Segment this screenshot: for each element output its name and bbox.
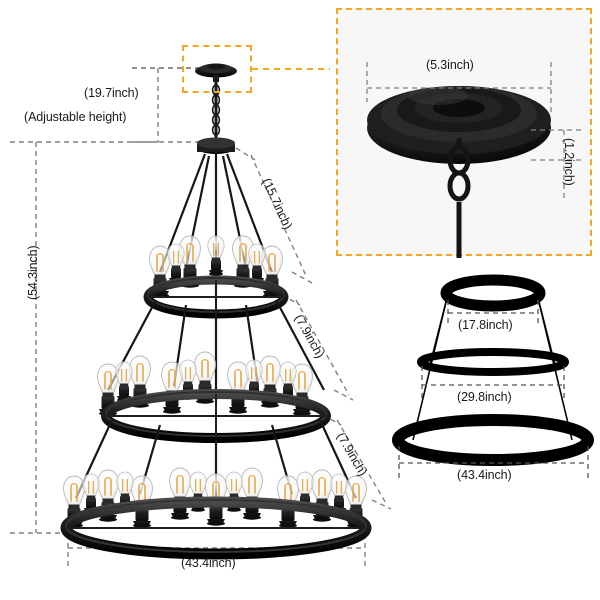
canopy-detail-panel: (5.3inch) (1.2inch) (336, 8, 592, 258)
upper-hub (197, 137, 235, 154)
ext-lower-rod-b (371, 499, 392, 510)
schematic-middle-ring-label: (29.8inch) (457, 390, 512, 404)
canopy-body (367, 86, 551, 164)
schematic-ring-bottom (392, 414, 594, 466)
dimline-middle-rod (295, 299, 350, 396)
ext-middle-rod-b (333, 389, 354, 401)
canopy-width-label: (5.3inch) (426, 58, 474, 72)
bottom-width-label: (43.4inch) (181, 556, 236, 570)
canopy-callout-box (182, 45, 252, 93)
tier-2-ring (101, 389, 331, 443)
tier-3-ring (60, 496, 372, 560)
schematic-ring-middle (417, 348, 569, 376)
schematic-bottom-ring-label: (43.4inch) (457, 468, 512, 482)
dimline-upper-rod (250, 154, 308, 279)
schematic-top-ring-label: (17.8inch) (458, 318, 513, 332)
total-height-label: (54.3inch) (26, 245, 40, 300)
canopy-chain (447, 138, 471, 258)
chain-height-label: (19.7inch) (84, 86, 139, 100)
ceiling-canopy (195, 63, 237, 82)
schematic-ring-top (440, 274, 546, 312)
ext-upper-rod-b (291, 271, 313, 284)
canopy-detail-illustration (366, 62, 584, 258)
chain-adjustable-note: (Adjustable height) (24, 110, 127, 124)
dimline-lower-rod (336, 419, 388, 506)
